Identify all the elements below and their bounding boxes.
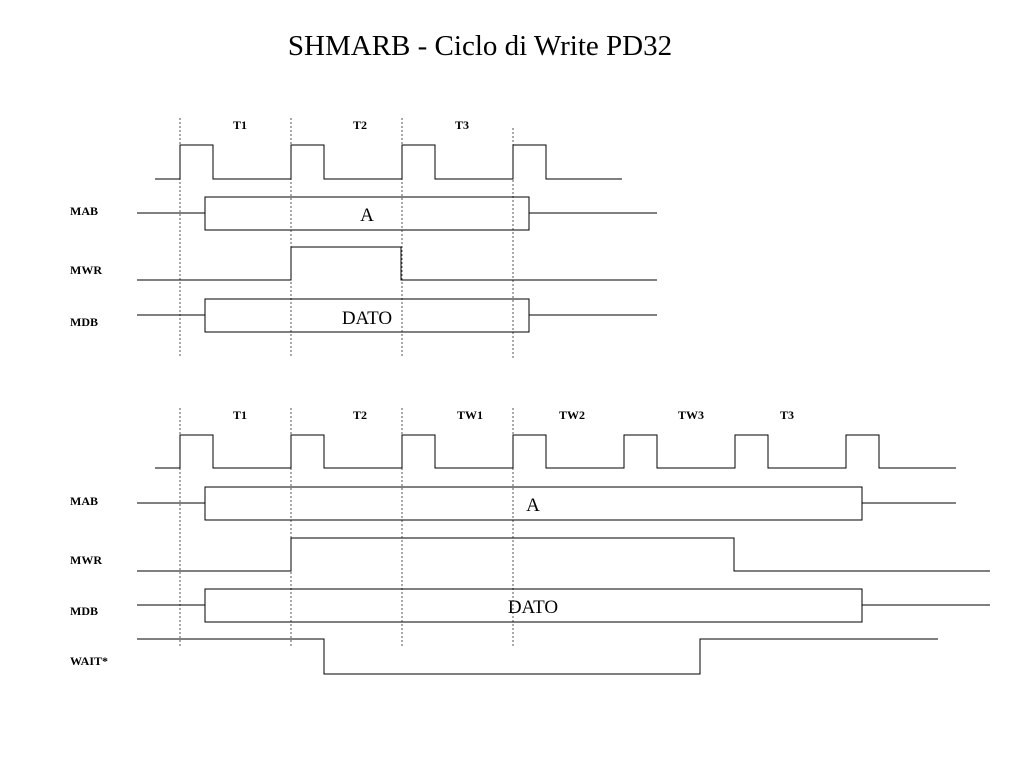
bottom-mwr-waveform [137,537,990,572]
top-mab-value: A [360,205,374,226]
top-mdb-value: DATO [342,308,392,329]
bottom-signal-label-wait: WAIT* [70,654,108,668]
bottom-cycle-label: TW1 [457,408,483,422]
bottom-cycle-label: T3 [780,408,794,422]
diagram-title: SHMARB - Ciclo di Write PD32 [287,30,673,62]
bottom-timing-diagram: T1 T2 TW1 TW2 TW3 T3 MAB MWR MDB WAIT* A… [70,408,990,675]
top-cycle-label: T2 [353,118,367,132]
bottom-mdb-value: DATO [508,597,558,618]
bottom-cycle-label: TW3 [678,408,704,422]
bottom-signal-label-mab: MAB [70,494,98,508]
bottom-cycle-label: TW2 [559,408,585,422]
bottom-cycle-label: T2 [353,408,367,422]
top-signal-label-mwr: MWR [70,263,102,277]
top-timing-diagram: T1 T2 T3 MAB MWR MDB A DATO [70,118,657,358]
bottom-clock-waveform [155,434,956,469]
bottom-mab-value: A [526,495,540,516]
top-mwr-waveform [137,246,657,281]
bottom-signal-label-mwr: MWR [70,553,102,567]
top-cycle-label: T1 [233,118,247,132]
bottom-wait-waveform [137,638,938,675]
top-signal-label-mab: MAB [70,204,98,218]
top-signal-label-mdb: MDB [70,315,98,329]
top-clock-waveform [155,144,622,180]
top-cycle-label: T3 [455,118,469,132]
bottom-cycle-label: T1 [233,408,247,422]
bottom-signal-label-mdb: MDB [70,604,98,618]
